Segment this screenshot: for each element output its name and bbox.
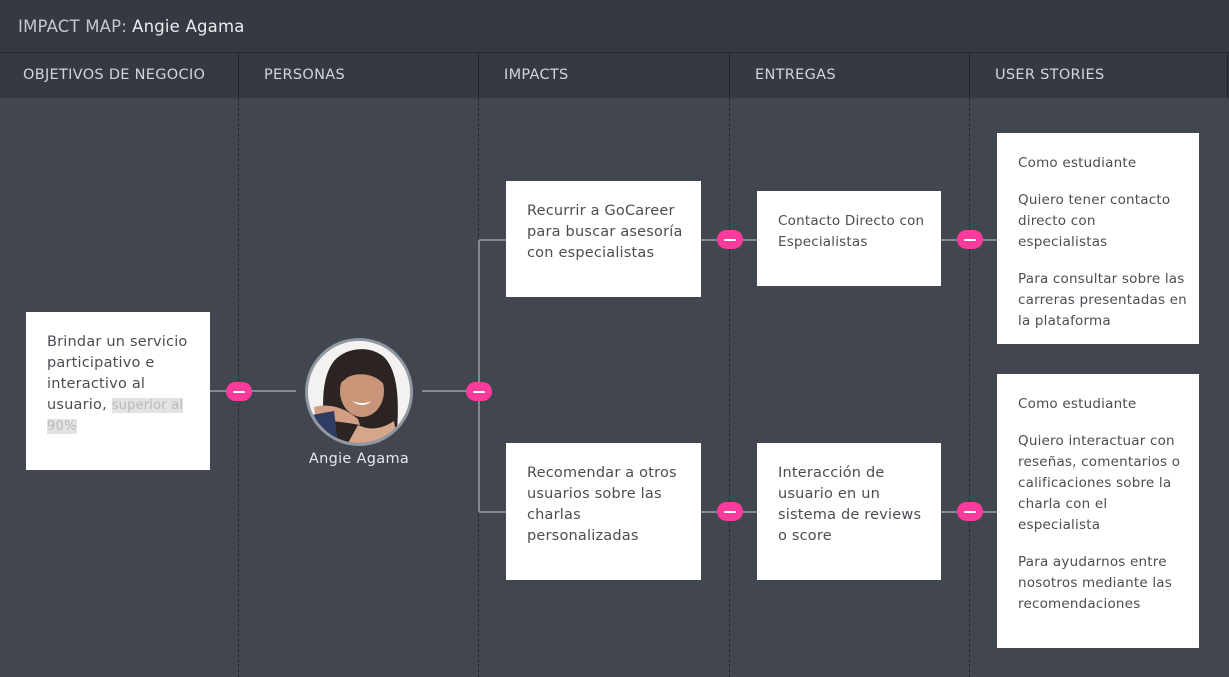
- column-separator: [1227, 52, 1228, 98]
- user-story-card[interactable]: Como estudiante Quiero interactuar con r…: [997, 374, 1199, 648]
- persona-avatar[interactable]: [305, 338, 413, 446]
- story-why: Para ayudarnos entre nosotros mediante l…: [1018, 554, 1172, 612]
- map-title-prefix: IMPACT MAP:: [18, 16, 128, 36]
- column-header-impacts: IMPACTS: [504, 67, 569, 83]
- impact-text: Recomendar a otros usuarios sobre las ch…: [527, 465, 677, 544]
- column-header-bar: [0, 52, 1229, 98]
- deliverable-card[interactable]: Contacto Directo con Especialistas: [757, 191, 941, 286]
- collapse-minus-icon[interactable]: [717, 502, 743, 521]
- column-guide: [729, 98, 730, 677]
- story-why: Para consultar sobre las carreras presen…: [1018, 271, 1187, 329]
- impact-card[interactable]: Recomendar a otros usuarios sobre las ch…: [506, 443, 701, 580]
- user-story-card[interactable]: Como estudiante Quiero tener contacto di…: [997, 133, 1199, 344]
- column-header-user-stories: USER STORIES: [995, 67, 1105, 83]
- column-separator: [478, 52, 479, 98]
- column-header-personas: PERSONAS: [264, 67, 345, 83]
- deliverable-text: Contacto Directo con Especialistas: [778, 213, 925, 250]
- column-separator: [238, 52, 239, 98]
- collapse-minus-icon[interactable]: [717, 230, 743, 249]
- deliverable-card[interactable]: Interacción de usuario en un sistema de …: [757, 443, 941, 580]
- story-who: Como estudiante: [1018, 155, 1137, 171]
- column-separator: [729, 52, 730, 98]
- story-who: Como estudiante: [1018, 396, 1137, 412]
- column-separator: [969, 52, 970, 98]
- column-header-objetivos: OBJETIVOS DE NEGOCIO: [23, 67, 206, 83]
- story-want: Quiero interactuar con reseñas, comentar…: [1018, 433, 1181, 533]
- collapse-minus-icon[interactable]: [957, 502, 983, 521]
- column-header-entregas: ENTREGAS: [755, 67, 836, 83]
- map-title-name: Angie Agama: [132, 16, 245, 36]
- goal-card[interactable]: Brindar un servicio participativo e inte…: [26, 312, 210, 470]
- title-bar: IMPACT MAP: Angie Agama: [0, 0, 1229, 52]
- story-want: Quiero tener contacto directo con especi…: [1018, 192, 1171, 250]
- impact-card[interactable]: Recurrir a GoCareer para buscar asesoría…: [506, 181, 701, 297]
- goal-text: Brindar un servicio participativo e inte…: [47, 334, 188, 413]
- impact-text: Recurrir a GoCareer para buscar asesoría…: [527, 203, 683, 261]
- collapse-minus-icon[interactable]: [957, 230, 983, 249]
- persona-name: Angie Agama: [308, 451, 410, 467]
- column-guide: [969, 98, 970, 677]
- collapse-minus-icon[interactable]: [466, 382, 492, 401]
- avatar-photo-icon: [308, 341, 410, 443]
- collapse-minus-icon[interactable]: [226, 382, 252, 401]
- deliverable-text: Interacción de usuario en un sistema de …: [778, 465, 922, 544]
